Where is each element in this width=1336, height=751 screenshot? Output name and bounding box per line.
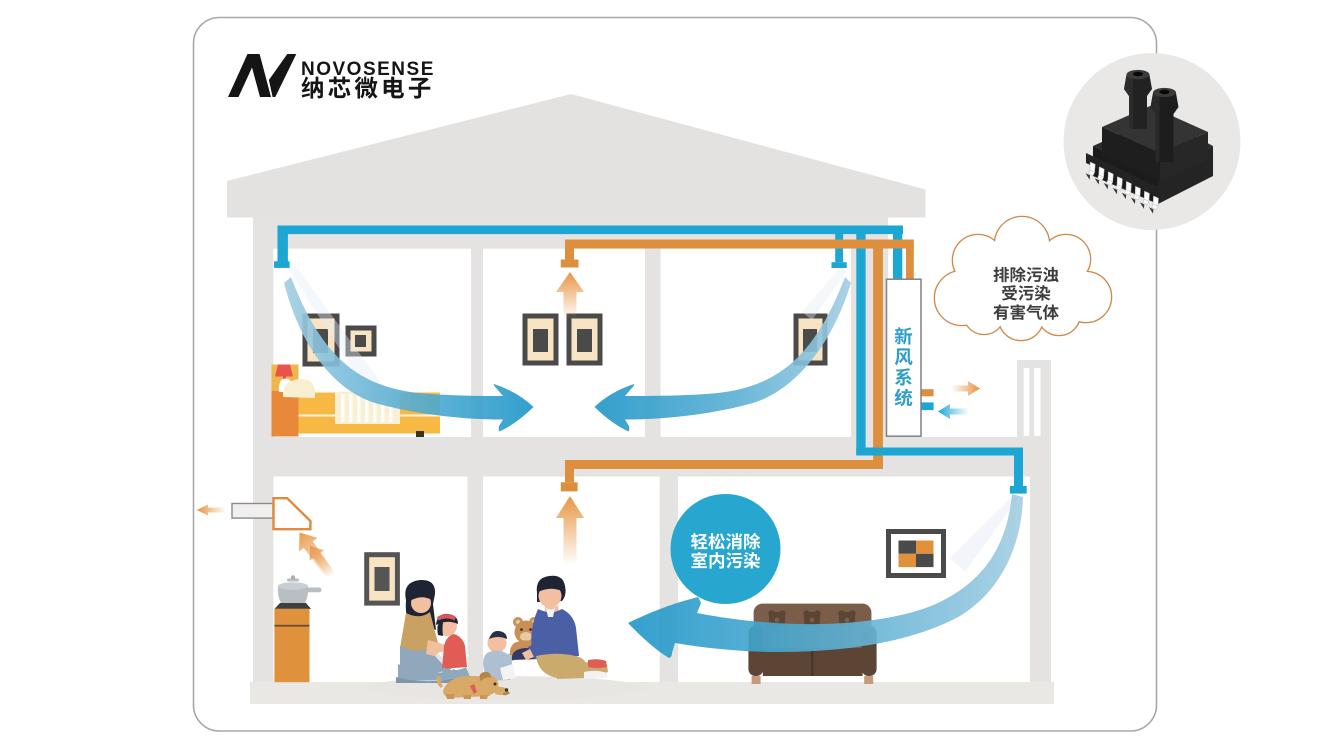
svg-text:NOVOSENSE: NOVOSENSE [301,59,435,80]
